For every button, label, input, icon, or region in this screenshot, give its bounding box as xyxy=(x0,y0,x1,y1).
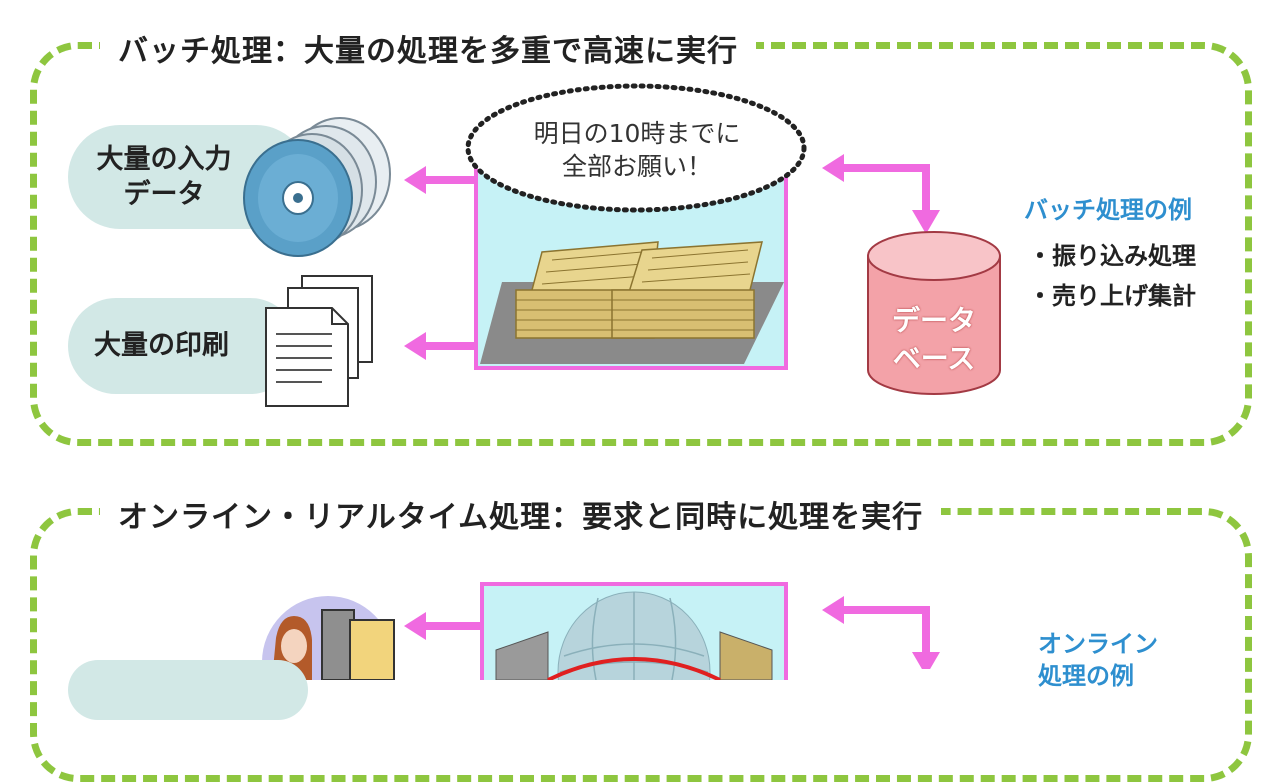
online-title: オンライン・リアルタイム処理：要求と同時に処理を実行 xyxy=(100,492,942,536)
input-data-label-line1: 大量の入力 xyxy=(96,143,232,175)
online-processing-box xyxy=(480,582,788,680)
request-bubble xyxy=(465,83,807,213)
online-arrow-icon xyxy=(822,596,940,669)
batch-example-item: ・振り込み処理 xyxy=(1028,242,1196,270)
print-box: 大量の印刷 xyxy=(68,298,298,394)
batch-title: バッチ処理：大量の処理を多重で高速に実行 xyxy=(100,26,756,70)
database-label-line2: ベース xyxy=(892,341,976,375)
database-arrow-icon xyxy=(822,154,940,234)
database-icon xyxy=(867,231,1001,395)
batch-examples-heading: バッチ処理の例 xyxy=(1024,196,1192,224)
online-examples-heading-line2: 処理の例 xyxy=(1038,662,1134,691)
arrow-to-user-icon xyxy=(404,612,488,640)
online-client-box xyxy=(68,660,308,720)
online-examples-heading: オンライン 処理の例 xyxy=(1038,628,1158,693)
request-bubble-text: 明日の10時までに 全部お願い！ xyxy=(480,118,794,183)
disc-stack-icon xyxy=(243,117,391,257)
bubble-line2: 全部お願い！ xyxy=(561,151,712,181)
online-examples-heading-line1: オンライン xyxy=(1038,630,1158,658)
database-label: データ ベース xyxy=(864,302,1004,378)
bubble-line1: 明日の10時までに xyxy=(533,119,741,148)
input-data-label-line2: データ xyxy=(123,179,205,210)
batch-example-item: ・売り上げ集計 xyxy=(1028,282,1196,310)
print-label: 大量の印刷 xyxy=(94,329,229,361)
database-label-line1: データ xyxy=(891,304,976,337)
document-stack-icon xyxy=(265,275,373,407)
